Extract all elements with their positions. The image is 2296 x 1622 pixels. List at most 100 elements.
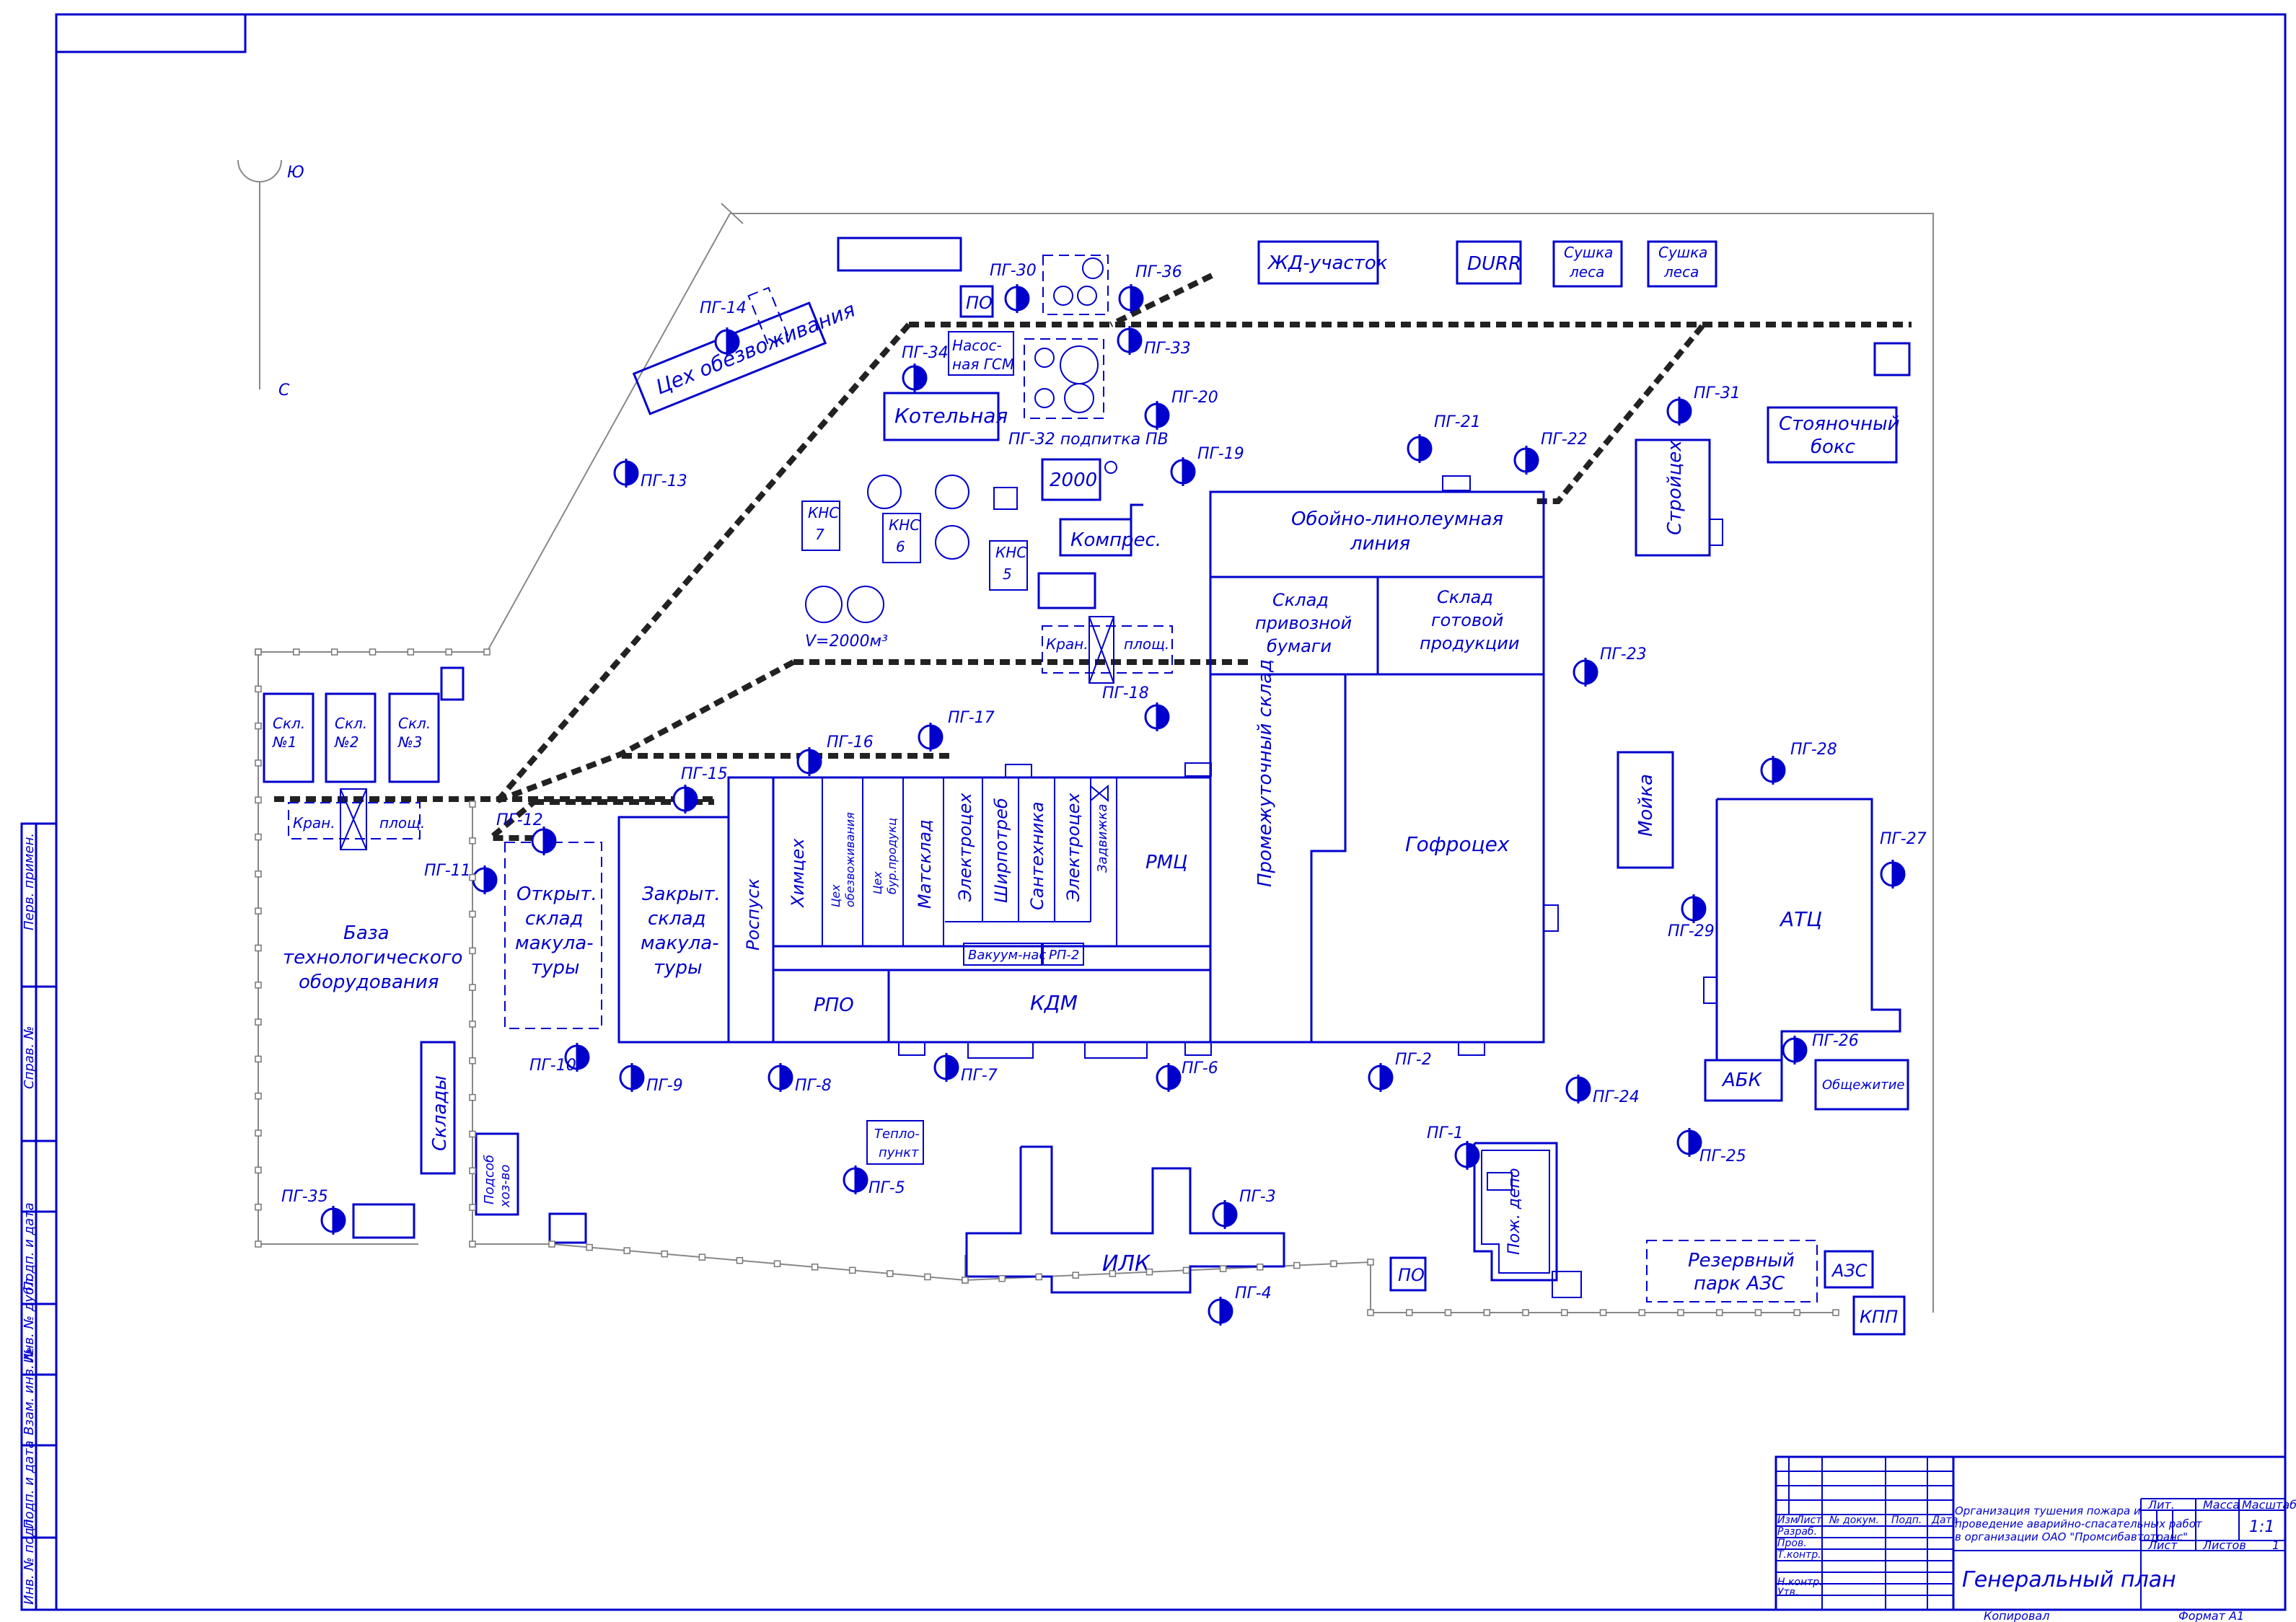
stamp-r5: Утв. [1777,1587,1798,1598]
hydrant-label: ПГ-30 [990,262,1037,280]
hydrant-label: ПГ-24 [1593,1088,1640,1106]
store-3-label: Скл. [398,715,431,732]
fire-hydrant-icon: ПГ-16 [796,733,874,776]
fire-hydrant-icon: ПГ-6 [1156,1059,1218,1092]
drying-2-label: леса [1663,263,1699,281]
pump-gsm-label: ная ГСМ [952,356,1014,373]
chem-shop-label: Химцех [788,838,808,909]
store-1-label: №1 [272,733,297,751]
fence-post [887,1270,894,1277]
fence-post [407,648,415,656]
fence-post [924,1273,931,1281]
fence-post [330,648,338,656]
tank-2000-label: 2000 [1050,470,1097,491]
hydrant-fill [1689,1131,1701,1154]
plumbing-label: Сантехника [1027,801,1047,910]
mat-store-label: Матсклад [915,819,935,909]
side-stamp-label: Справ. № [22,1026,37,1089]
stamp-r3: Т.контр. [1777,1549,1821,1561]
hydrant-label: ПГ-25 [1699,1147,1746,1165]
finished-store-label: продукции [1420,633,1519,653]
tech-base-label: оборудования [299,971,439,993]
fence-post [1330,1260,1337,1268]
compressor-label: Компрес. [1070,529,1161,551]
hydrant-fill [1773,759,1785,782]
fence-post [1483,1309,1490,1316]
drying-2-label: Сушка [1658,244,1707,261]
hydrant-label: ПГ-15 [681,765,728,783]
stamp-mass: Масса [2203,1498,2240,1512]
hydrant-label: ПГ-29 [1668,922,1715,940]
closed-store-label: Закрыт. [642,883,721,905]
volume-label: V=2000м³ [805,633,888,651]
heat-point-label: пункт [879,1145,919,1160]
hydrant-fill [1017,287,1029,310]
hostel-label: Общежитие [1822,1077,1904,1093]
stamp-copied: Копировал [1984,1609,2049,1622]
sheet-frame [55,13,2287,1611]
hydrant-fill [544,829,555,852]
fire-hydrant-icon: ПГ-36 [1118,263,1182,313]
sub-farm-label: Подсоб [482,1155,497,1204]
rpo-label: РПО [814,995,854,1016]
stamp-title: Организация тушения пожара и [1955,1504,2141,1517]
fire-depot-label: Пож. депо [1505,1168,1523,1255]
stamp-format-value: А1 [2228,1609,2244,1622]
drawing-name: Генеральный план [1962,1567,2176,1592]
closed-store-label: склад [648,908,706,930]
fence-post [1561,1309,1568,1316]
fence-post [1444,1309,1452,1316]
fire-hydrant-icon: ПГ-24 [1565,1075,1640,1106]
atc-label: АТЦ [1779,907,1822,931]
fence-post [698,1253,706,1261]
po-top-label: ПО [966,293,993,313]
hydrant-label: ПГ-9 [646,1077,683,1095]
fire-hydrant-icon: ПГ-35 [281,1188,346,1235]
fence-post [1145,1268,1153,1276]
hydrant-label: ПГ-16 [827,733,874,752]
parking-label: бокс [1811,436,1855,458]
fence-post [469,910,476,918]
fire-hydrant-icon: ПГ-17 [918,709,995,752]
hydrant-fill [1795,1039,1806,1062]
fence-post [962,1277,969,1284]
stamp-title: проведение аварийно-спасательных работ [1955,1517,2203,1530]
kns5-label: КНС [995,544,1026,561]
side-stamp-label: Подп. и дата [22,1202,37,1291]
fence-post [293,648,300,656]
fire-hydrant-icon: ПГ-8 [767,1063,832,1095]
fence-post [469,1021,476,1028]
warehouses-label: Склады [429,1075,451,1151]
stamp-sheets-value: 1 [2272,1538,2279,1552]
fence-post [1638,1309,1645,1316]
dissolve-label: Роспуск [743,878,763,951]
fence-post [1832,1309,1839,1316]
fence-post [811,1264,819,1271]
fire-hydrant-icon: ПГ-2 [1368,1051,1432,1092]
fence-post [1754,1309,1762,1316]
railway [274,273,1912,841]
hydrant-fill [1157,705,1169,728]
compass-south: Ю [287,164,304,182]
hydrant-fill [780,1066,792,1089]
fence-post [469,1057,476,1065]
kns7-label: КНС [808,504,839,521]
fence-post [483,648,491,656]
fence-post [773,1260,781,1268]
fence-post [255,982,262,989]
finished-store-label: Склад [1437,587,1493,607]
sub-farm-label: хоз-во [498,1165,513,1208]
fence-post [255,870,262,878]
hydrant-fill [855,1168,867,1191]
kdm-label: КДМ [1030,991,1078,1015]
hydrant-fill [946,1056,958,1079]
fence-post [255,833,262,841]
hydrant-fill [485,868,496,891]
hydrant-label: ПГ-4 [1235,1284,1272,1303]
crane-site-2-label: Кран. [293,814,335,832]
hydrant-fill [1131,287,1143,310]
stamp-r1: Разраб. [1777,1526,1817,1538]
hydrant-fill [1157,404,1169,427]
fence-post [1072,1271,1080,1279]
side-stamp-label: Взам. инв. № [22,1347,37,1435]
